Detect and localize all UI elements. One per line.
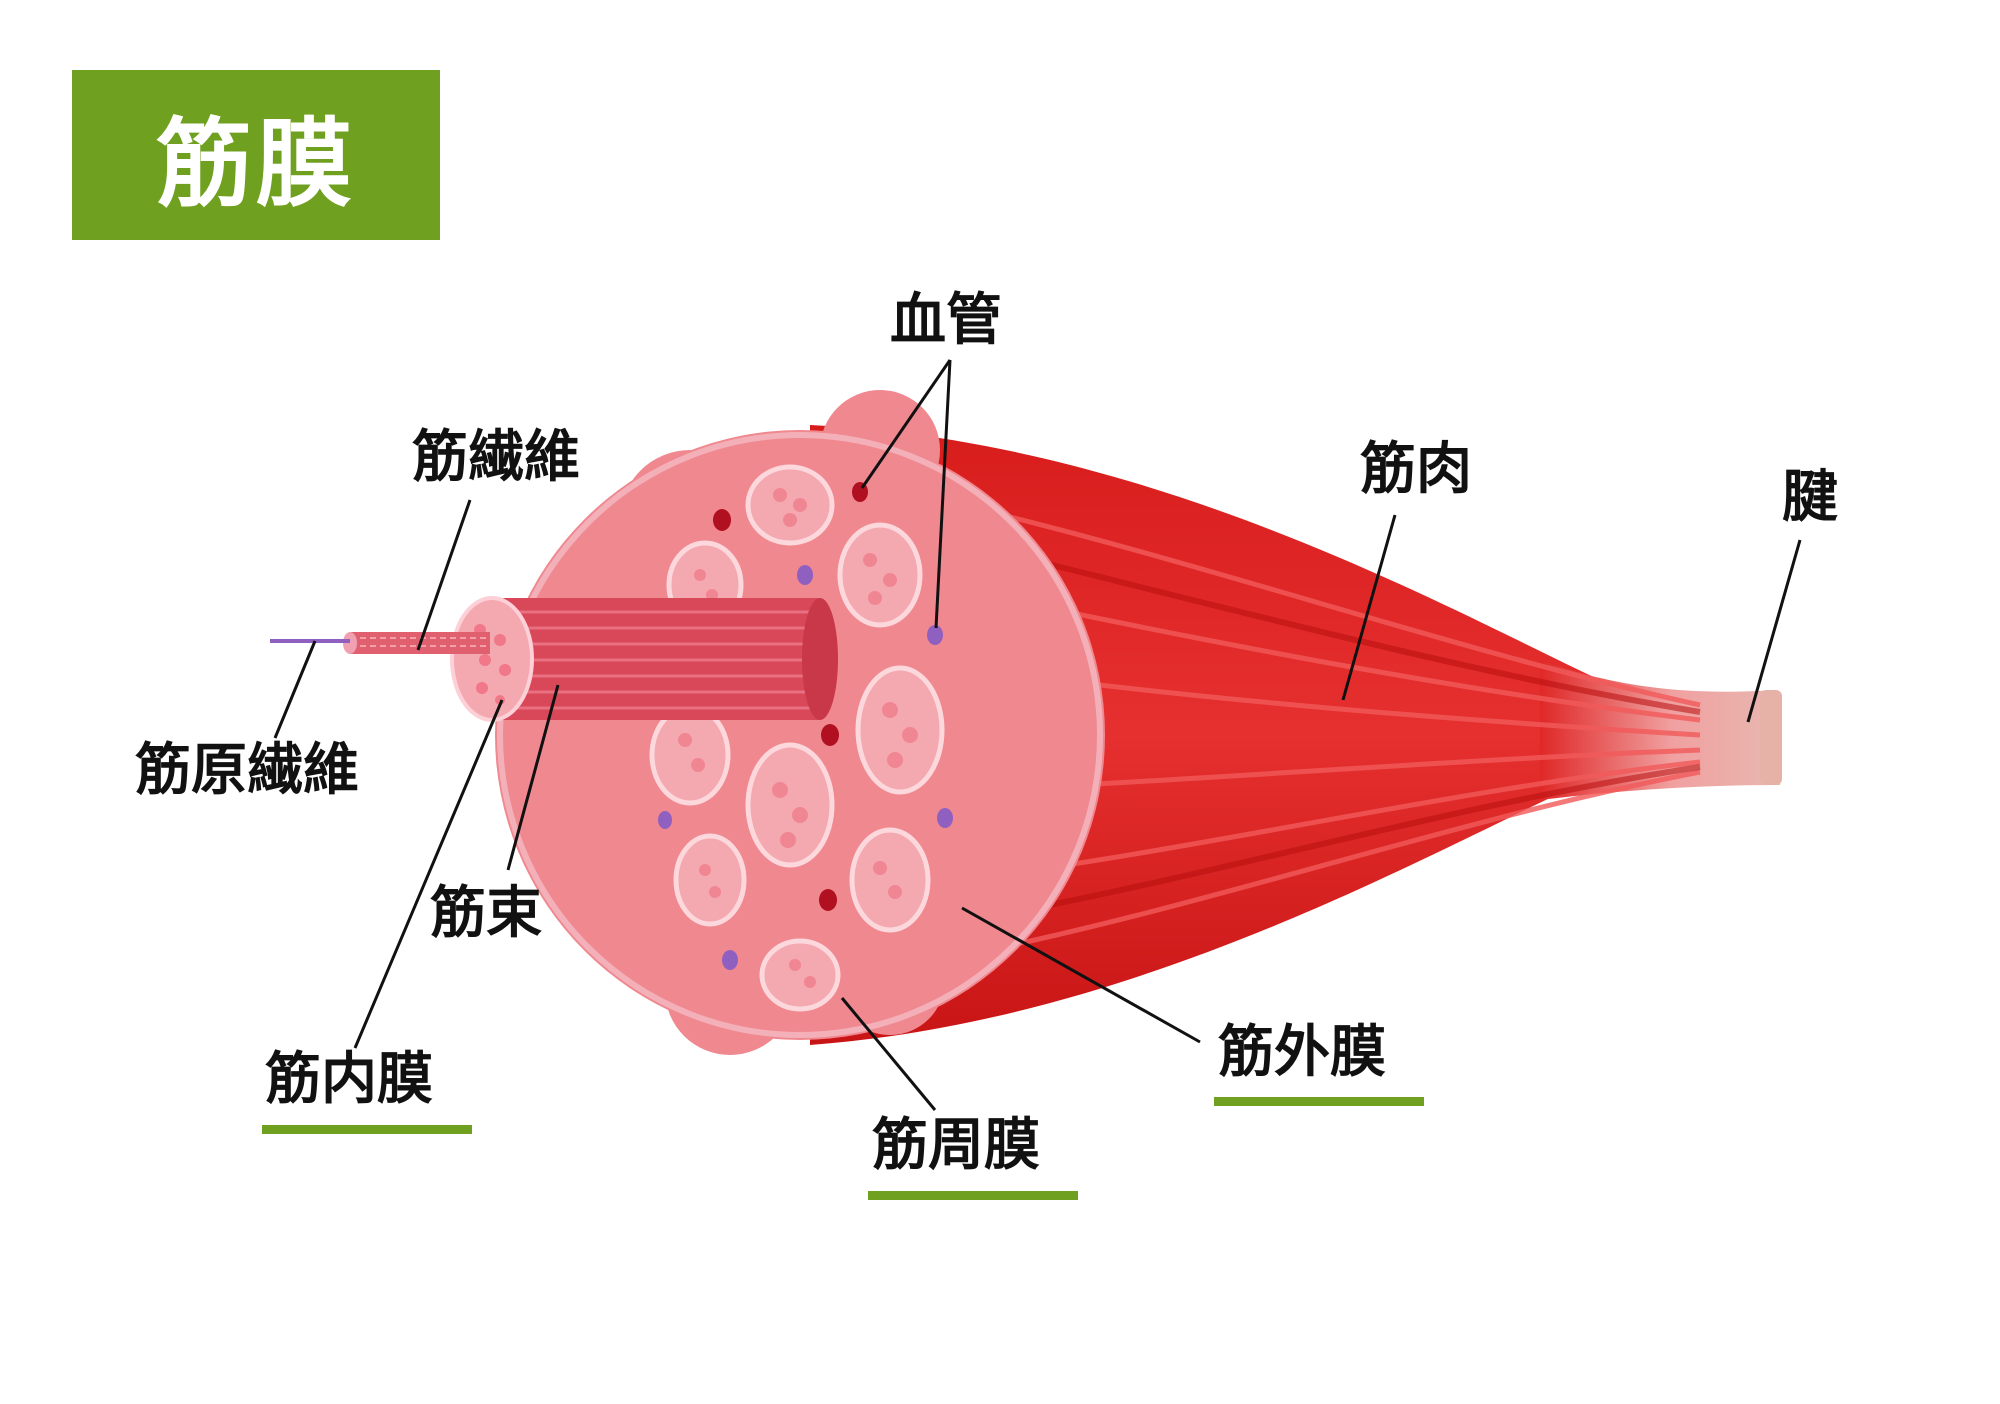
tendon-end — [1760, 690, 1782, 785]
label-perimysium: 筋周膜 — [872, 1113, 1040, 1178]
label-muscle-fiber: 筋繊維 — [412, 425, 580, 490]
label-blood-vessel: 血管 — [890, 288, 1002, 353]
label-myofibril: 筋原繊維 — [135, 738, 359, 803]
label-epimysium: 筋外膜 — [1218, 1020, 1386, 1085]
muscle-shadows — [949, 537, 1701, 923]
fascicles — [649, 464, 945, 1012]
endomysium-underline — [262, 1125, 472, 1134]
epimysium-underline — [1214, 1097, 1424, 1106]
label-tendon: 腱 — [1782, 465, 1838, 530]
label-fascicle: 筋束 — [430, 881, 542, 946]
muscle-fiber-strand — [343, 632, 490, 654]
title-banner: 筋膜 — [72, 70, 440, 240]
label-endomysium: 筋内膜 — [265, 1047, 433, 1112]
fascicle-cylinder — [450, 596, 838, 722]
fascicle-fibers — [678, 488, 918, 988]
leader-lines — [273, 359, 1802, 1111]
perimysium-underline — [868, 1191, 1078, 1200]
page-title: 筋膜 — [156, 107, 356, 220]
blood-vessels — [658, 482, 953, 970]
label-muscle: 筋肉 — [1360, 437, 1472, 502]
